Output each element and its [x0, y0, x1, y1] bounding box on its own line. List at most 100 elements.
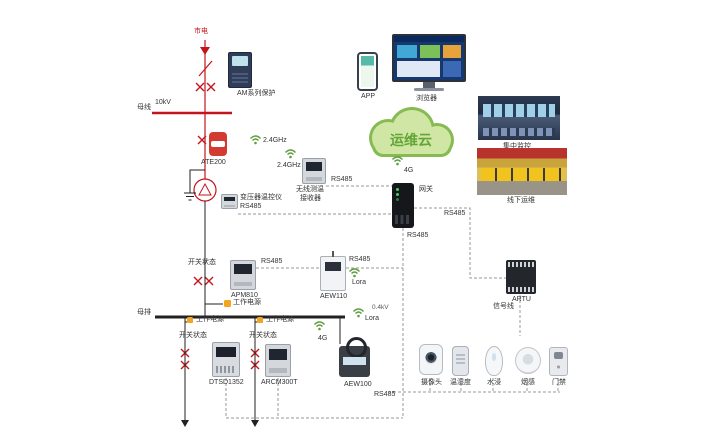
neutral-lines [155, 169, 345, 427]
water-leak-label: 水浸 [487, 379, 501, 386]
ate200-sensor-device [209, 132, 227, 156]
smoke-label: 烟感 [521, 379, 535, 386]
transformer-controller-rs485-label: RS485 [240, 203, 262, 210]
dashboard-tile [443, 45, 461, 58]
transformer-controller-label: 变压器温控仪 [240, 194, 282, 201]
sensor-bus-line [388, 378, 560, 393]
wifi-icon [353, 308, 364, 318]
gateway-4g-label: 4G [404, 167, 414, 174]
feeder-2-arrow [251, 420, 259, 427]
central-monitoring-label: 集中监控 [503, 143, 531, 150]
meter-bus-line [225, 378, 403, 419]
working-power-tag-icon [187, 317, 193, 323]
artu-device [506, 260, 536, 294]
arcm300t-device [265, 344, 291, 377]
hv-voltage-label: 10kV [155, 99, 171, 106]
central-monitoring-photo [478, 96, 560, 140]
arcm300t-label: ARCM300T [261, 379, 298, 386]
apm810-rs485-label: RS485 [261, 258, 283, 265]
smoke-detector-device [515, 347, 541, 374]
app-phone-device [357, 52, 378, 91]
working-power-tag-icon [224, 300, 231, 307]
dashboard-tile [443, 61, 461, 77]
dashboard-tile [420, 45, 440, 58]
door-access-device [549, 347, 568, 376]
incoming-arrow [200, 47, 210, 55]
gateway-label: 网关 [419, 186, 433, 193]
dashboard-header [394, 36, 464, 42]
switch-status-label-main: 开关状态 [188, 259, 216, 266]
aew100-device [339, 337, 370, 377]
dashboard-tile [397, 45, 417, 58]
cloud-label: 运维云 [390, 132, 432, 148]
wifi-icon [392, 156, 403, 166]
monitor-screen [392, 34, 466, 82]
switch-status-label-1: 开关状态 [179, 332, 207, 339]
ate200-label: ATE200 [201, 159, 226, 166]
wifi-icon [349, 268, 360, 278]
protection-relay-label: AM系列保护 [237, 90, 276, 97]
dashboard-tile [397, 61, 440, 77]
offline-ops-photo [477, 148, 567, 195]
switch-symbol-main [193, 276, 214, 286]
aew110-label: AEW110 [320, 293, 348, 300]
wireless-receiver-device [302, 158, 326, 184]
wireless-receiver-label-line1: 无线测温 [296, 186, 324, 193]
aew100-label: AEW100 [344, 381, 372, 388]
hv-bus-label: 母线 [137, 104, 151, 111]
aew110-lora-label: Lora [352, 279, 367, 286]
working-power-label-2: 工作电源 [266, 316, 294, 323]
water-leak-device [485, 346, 503, 376]
wifi-icon [285, 149, 296, 159]
door-access-label: 门禁 [552, 379, 566, 386]
city-power-label: 市电 [194, 28, 208, 35]
feeder-1-arrow [181, 420, 189, 427]
apm810-label: APM810 [231, 292, 258, 299]
temp-humidity-device [452, 346, 469, 376]
wireless-receiver-label-line2: 接收器 [300, 195, 321, 202]
artu-label: ARTU [512, 296, 531, 303]
ct-symbol-mid [197, 135, 207, 145]
working-power-label-main: 工作电源 [233, 299, 261, 306]
aew110-device [320, 251, 346, 291]
gateway-to-artu-line [414, 207, 506, 279]
cloud-body [372, 110, 451, 154]
browser-monitor-device [392, 34, 466, 92]
wifi-icon [314, 321, 325, 331]
sensor-freq-label: 2.4GHz [263, 137, 287, 144]
comm-lines [225, 185, 560, 419]
signal-line-label: 信号线 [493, 303, 514, 310]
ground-symbol [184, 192, 196, 201]
ground-branch [189, 169, 205, 193]
working-power-label-1: 工作电源 [196, 316, 224, 323]
switch-status-label-2: 开关状态 [249, 332, 277, 339]
receiver-freq-label: 2.4GHz [277, 162, 301, 169]
dtsd1352-device [212, 342, 240, 377]
ct-symbol-top [195, 82, 216, 92]
protection-relay-device [228, 52, 252, 88]
working-power-tag-icon [257, 317, 263, 323]
dtsd1352-label: DTSD1352 [209, 379, 244, 386]
aew110-rs485-label: RS485 [349, 256, 371, 263]
lv-voltage-label: 0.4kV [372, 304, 389, 311]
monitor-stand [423, 82, 435, 88]
cloud-shape: 运维云 [369, 107, 454, 157]
transformer-controller-device [221, 194, 238, 209]
camera-device [419, 344, 443, 375]
wifi-icon [250, 135, 261, 145]
camera-label: 摄像头 [421, 379, 442, 386]
rs485-label-right: RS485 [444, 210, 466, 217]
browser-label: 浏览器 [416, 95, 437, 102]
rs485-label-down: RS485 [407, 232, 429, 239]
aew100-lora-label: Lora [365, 315, 380, 322]
monitor-base [414, 88, 444, 91]
temp-humidity-label: 温湿度 [450, 379, 471, 386]
receiver-rs485-label: RS485 [331, 176, 353, 183]
gateway-device [392, 183, 414, 228]
apm810-device [230, 260, 256, 290]
transformer-symbol [193, 178, 217, 202]
offline-ops-label: 线下运维 [507, 197, 535, 204]
sensor-rs485-label: RS485 [374, 391, 396, 398]
